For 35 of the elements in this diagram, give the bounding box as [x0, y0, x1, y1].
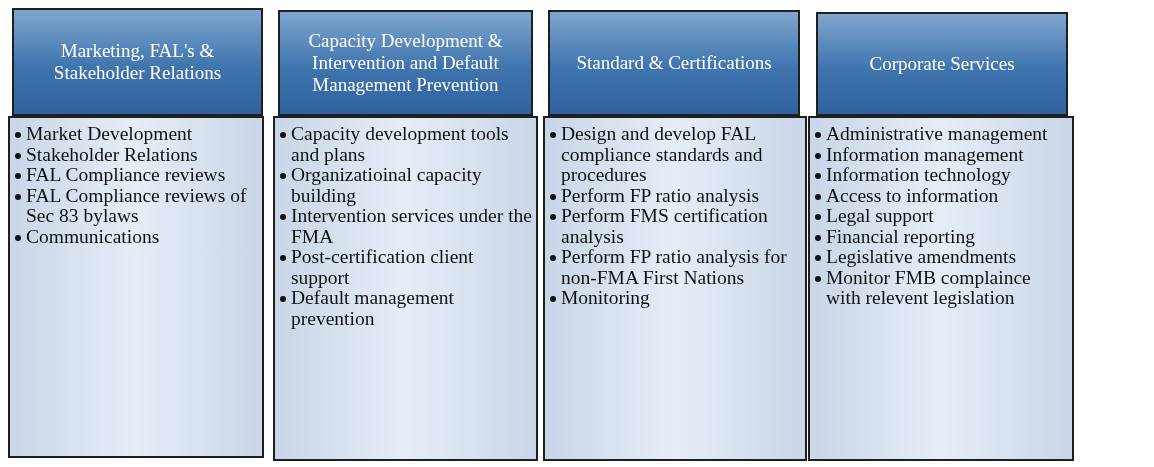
list-panel: [808, 116, 1074, 461]
bullet-item: Monitor FMB complaince with relevent legislation: [826, 267, 1032, 309]
bullet-item: Intervention services under the FMA: [291, 206, 532, 247]
header-box: [816, 12, 1068, 116]
header-box: [278, 10, 533, 116]
bullet-item: FAL Compliance reviews of Sec 83 bylaws: [26, 185, 248, 227]
bullet-item: Information technology: [826, 165, 1011, 186]
column-heading: Standard & Certifications: [576, 52, 772, 74]
bullet-item: Perform FP ratio analysis for non-FMA First Nations: [561, 247, 788, 288]
header-box: [12, 8, 263, 116]
bullet-item: Administrative management: [826, 124, 1049, 145]
list-panel: [273, 116, 538, 461]
bullet-item: Legal support: [826, 206, 935, 227]
bullet-item: Perform FMS certification analysis: [561, 206, 769, 247]
bullet-item: Monitoring: [561, 288, 651, 309]
header-box: [548, 10, 800, 116]
bullet-item: Financial reporting: [826, 226, 976, 247]
bullet-item: Market Development: [26, 124, 194, 145]
bullet-item: Access to information: [826, 185, 999, 206]
bullet-item: Default management prevention: [291, 288, 455, 329]
bullet-item: Capacity development tools and plans: [291, 124, 510, 165]
bullet-item: Organizatioinal capacity building: [291, 165, 483, 206]
column-heading: Capacity Development & Intervention and Default Management Prevention: [307, 30, 504, 96]
column-heading: Corporate Services: [869, 53, 1015, 75]
list-panel: [8, 116, 264, 458]
column-heading: Marketing, FAL's & Stakeholder Relations: [52, 40, 223, 84]
bullet-item: FAL Compliance reviews: [26, 165, 227, 186]
list-panel: [543, 116, 807, 461]
bullet-item: Stakeholder Relations: [26, 144, 199, 165]
bullet-item: Perform FP ratio analysis: [561, 185, 761, 206]
bullet-item: Post-certification client support: [291, 247, 475, 288]
bullet-item: Communications: [26, 226, 161, 247]
bullet-item: Legislative amendments: [826, 247, 1018, 268]
bullet-item: Design and develop FAL compliance standards and procedures: [561, 124, 764, 186]
bullet-item: Information management: [826, 144, 1024, 165]
